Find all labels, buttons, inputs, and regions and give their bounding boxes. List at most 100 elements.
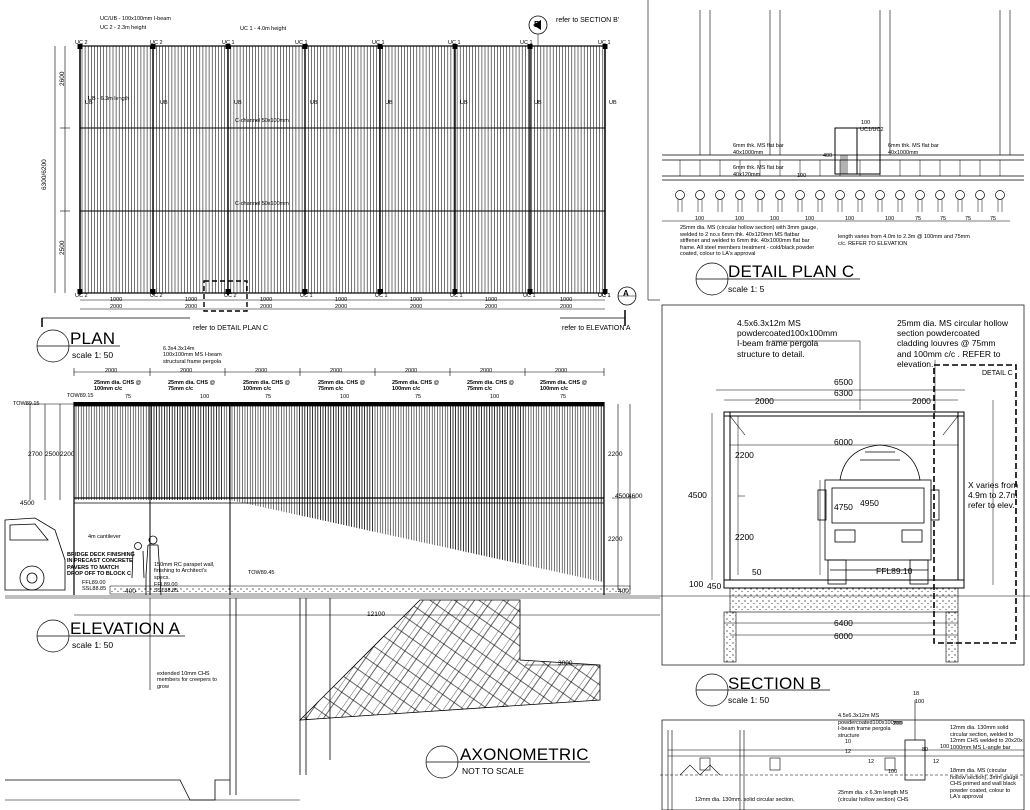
plan-dim-b: 2000 bbox=[560, 304, 573, 310]
section-detail-view bbox=[660, 700, 1024, 810]
detail-chs-circle bbox=[895, 190, 905, 200]
plan-refer-detail: refer to DETAIL PLAN C bbox=[193, 325, 269, 332]
detail-chs-circles bbox=[675, 160, 1005, 212]
section-d4500: 4500 bbox=[688, 490, 707, 500]
plan-ub-label: UB bbox=[534, 100, 542, 106]
sd-dim: 12 bbox=[845, 749, 852, 755]
plan-louvre-bars bbox=[81, 46, 604, 293]
plan-dim-b: 2000 bbox=[110, 304, 123, 310]
section-d2200a: 2200 bbox=[735, 450, 754, 460]
plan-column-label: UC 1 bbox=[520, 40, 533, 46]
section-d2200b: 2200 bbox=[735, 532, 754, 542]
plan-ub-label: UB bbox=[85, 100, 93, 106]
elev-pitch-label: 100 bbox=[200, 394, 210, 400]
plan-column-post bbox=[225, 289, 231, 294]
elev-tow-left2: TOW89.15 bbox=[67, 393, 94, 399]
plan-dim-a: 1000 bbox=[335, 297, 348, 303]
sd-dim: 10 bbox=[845, 739, 852, 745]
plan-ub-label: UB bbox=[460, 100, 468, 106]
plan-dim-a: 1000 bbox=[485, 297, 498, 303]
detail-spacing-dim: 75 bbox=[965, 216, 972, 222]
sd-note-frame: 4.5x6.3x12m MS powdercoated100x100mm I-b… bbox=[838, 713, 903, 739]
plan-ub-label: UB bbox=[234, 100, 242, 106]
plan-note-uc1: UC 1 - 4.0m height bbox=[240, 26, 287, 32]
sd-note-rod: 12mm dia. 130mm solid circular section, … bbox=[950, 725, 1023, 751]
detail-uc-label: UC1/UC2 bbox=[860, 127, 884, 133]
sd-dim: 80 bbox=[922, 747, 929, 753]
plan-column-label: UC 1 bbox=[448, 40, 461, 46]
elev-dim-right-3: 2200 bbox=[608, 536, 623, 543]
elevation-marker-letter: A bbox=[623, 289, 629, 298]
plan-note-uc-ub: UC/UB - 100x100mm I-beam bbox=[100, 16, 171, 22]
section-b-scale: scale 1: 50 bbox=[728, 695, 770, 705]
plan-column-post bbox=[527, 289, 533, 294]
elev-bay-note: 25mm dia. CHS @ 100mm c/c bbox=[540, 380, 587, 393]
elev-ffl-mid: FFL89.00 SSL88.85 bbox=[154, 582, 179, 595]
sd-note-bottom-2: 25mm dia. x 6.3m length MS (circular hol… bbox=[838, 790, 909, 803]
truck-silhouette-left bbox=[4, 517, 66, 591]
elev-dim-right-1: 2200 bbox=[608, 451, 623, 458]
section-d450: 450 bbox=[707, 581, 722, 591]
elev-dim-400: 400 bbox=[125, 588, 136, 595]
detail-spacing-dim: 100 bbox=[885, 216, 895, 222]
detail-chs-circle bbox=[815, 190, 825, 200]
detail-plan-c bbox=[662, 10, 1024, 222]
detail-spacing-dim: 75 bbox=[940, 216, 947, 222]
plan-column-label-bottom: UC 2 bbox=[75, 293, 88, 299]
plan-column-label: UC 1 bbox=[372, 40, 385, 46]
elev-pitch-label: 75 bbox=[265, 394, 272, 400]
plan-column-label-bottom: UC 1 bbox=[450, 293, 463, 299]
plan-dim-b: 2000 bbox=[185, 304, 198, 310]
plan-dim-overall: 6300/6200 bbox=[41, 159, 48, 190]
elevation-marker-a bbox=[617, 286, 637, 306]
detail-chs-circle bbox=[875, 190, 885, 200]
plan-note-cchannel-bot: C-channel 50x100mm bbox=[235, 201, 289, 207]
sd-note-ms: 18mm dia. MS (circular hollow section), … bbox=[950, 768, 1019, 801]
elev-dim-3000: 3000 bbox=[558, 660, 573, 667]
plan-column-post bbox=[377, 289, 383, 294]
detail-chs-circle bbox=[935, 190, 945, 200]
elev-bay-note: 25mm dia. CHS @ 100mm c/c bbox=[243, 380, 290, 393]
elev-dim-left-2: 2500 bbox=[45, 451, 60, 458]
elev-bay-dim: 2000 bbox=[405, 368, 418, 374]
elev-dim-right-2: 4600 bbox=[628, 493, 643, 500]
sd-dim: 18 bbox=[913, 691, 920, 697]
detail-chs-circle bbox=[795, 190, 805, 200]
plan-dim-a: 1000 bbox=[260, 297, 273, 303]
elev-dim-400b: 400 bbox=[618, 588, 629, 595]
plan-column-label: UC 1 bbox=[222, 40, 235, 46]
section-marker-letter: B bbox=[534, 20, 540, 29]
plan-column-post bbox=[302, 289, 308, 294]
sd-dim: 100 bbox=[888, 769, 898, 775]
plan-column-label-bottom: UC 1 bbox=[598, 293, 611, 299]
detail-flatbar-l1: 6mm thk. MS flat bar 40x1000mm bbox=[733, 143, 784, 156]
elev-pitch-label: 100 bbox=[490, 394, 500, 400]
plan-column-label-bottom: UC 1 bbox=[375, 293, 388, 299]
detail-chs-circle bbox=[735, 190, 745, 200]
section-d2000a: 2000 bbox=[755, 396, 774, 406]
elevation-title: ELEVATION A bbox=[70, 619, 181, 638]
plan-column-post bbox=[77, 289, 83, 294]
plan-column-label: UC 1 bbox=[295, 40, 308, 46]
plan-note-cchannel-top: C-channel 50x100mm bbox=[235, 118, 289, 124]
plan-column-post bbox=[150, 44, 156, 49]
plan-ub-label: UB bbox=[310, 100, 318, 106]
section-d6400: 6400 bbox=[834, 618, 853, 628]
plan-column-post bbox=[150, 289, 156, 294]
plan-ub-label: UB bbox=[609, 100, 617, 106]
plan-column-post bbox=[77, 44, 83, 49]
detail-length-note: length varies from 4.0m to 2.3m @ 100mm … bbox=[838, 234, 970, 247]
elev-bay-dim: 2000 bbox=[480, 368, 493, 374]
plan-column-label-bottom: UC 2 bbox=[150, 293, 163, 299]
plan-note-uc2: UC 2 - 2.3m height bbox=[100, 25, 147, 31]
plan-dim-b: 2000 bbox=[485, 304, 498, 310]
plan-title: PLAN bbox=[70, 329, 116, 348]
detail-spacing-dim: 100 bbox=[805, 216, 815, 222]
detail-chs-circle bbox=[835, 190, 845, 200]
section-d6500: 6500 bbox=[834, 377, 853, 387]
detail-c-scale: scale 1: 5 bbox=[728, 284, 765, 294]
elev-bay-dim: 2000 bbox=[555, 368, 568, 374]
elev-bay-note: 25mm dia. CHS @ 100mm c/c bbox=[392, 380, 439, 393]
detail-chs-circle bbox=[715, 190, 725, 200]
sd-dim: 12 bbox=[933, 759, 940, 765]
